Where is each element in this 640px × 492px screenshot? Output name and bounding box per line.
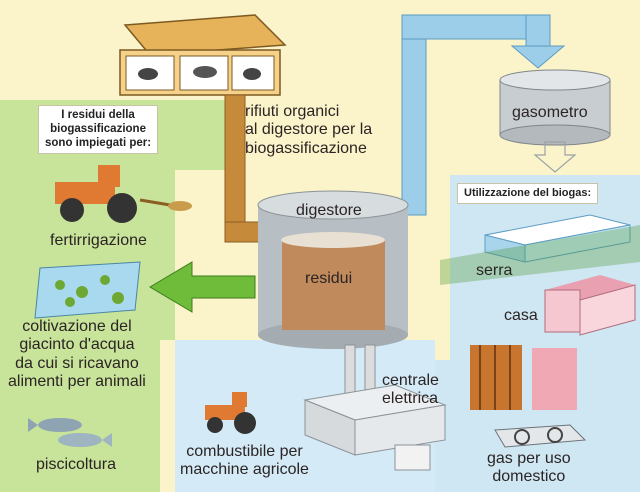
greenhouse-label: serra <box>476 262 513 279</box>
gas-stove <box>494 424 587 448</box>
hyacinth-pond <box>34 261 141 319</box>
right-panel <box>420 175 640 492</box>
gasometer-label: gasometro <box>512 104 588 121</box>
residues-use-title: I residui della biogassificazione sono i… <box>38 105 159 155</box>
agricultural-fuel-label: combustibile per macchine agricole <box>180 443 309 479</box>
house-illustration <box>544 275 636 336</box>
fish-farming-label: piscicoltura <box>36 456 117 473</box>
digester-tank <box>257 190 409 349</box>
residues-label: residui <box>305 270 353 287</box>
digester-label: digestore <box>296 202 362 219</box>
fish-illustration <box>28 418 112 447</box>
gas-cylinders <box>470 345 577 410</box>
gasometer-tank <box>499 69 611 146</box>
small-tractor <box>205 392 256 434</box>
barn-illustration <box>119 14 287 96</box>
biogas-use-title: Utilizzazione del biogas: <box>457 183 599 205</box>
fertigation-label: fertirrigazione <box>50 232 147 249</box>
tractor-illustration <box>55 165 192 223</box>
house-label: casa <box>504 307 538 324</box>
residues-arrow <box>149 261 256 313</box>
power-plant <box>303 344 447 471</box>
gasometer-arrow <box>533 141 577 173</box>
organic-waste-label: rifiuti organici al digestore per la bio… <box>245 103 373 157</box>
water-hyacinth-label: coltivazione del giacinto d'acqua da cui… <box>8 318 146 391</box>
domestic-gas-label: gas per uso domestico <box>487 450 571 486</box>
greenhouse-illustration <box>440 214 640 285</box>
biogas-pipe <box>401 14 566 216</box>
power-plant-label: centrale elettrica <box>382 372 439 408</box>
